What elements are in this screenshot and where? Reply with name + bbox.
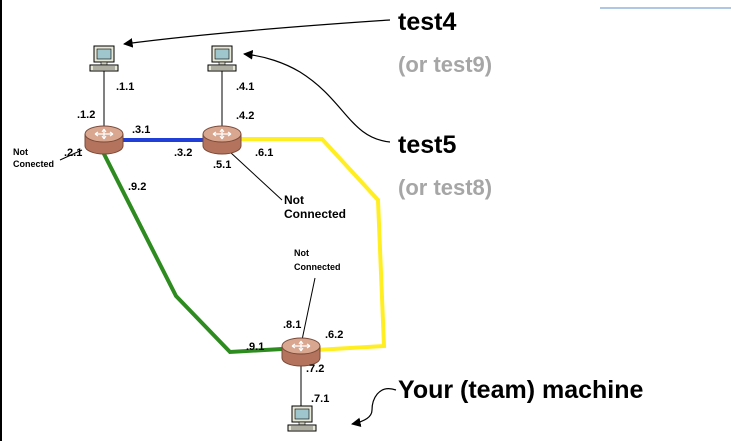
- link-yellow: [232, 137, 387, 352]
- computer-icon: [89, 45, 119, 72]
- addr-router-left-left: .2.1: [64, 147, 82, 159]
- note-bottom-line2: Connected: [294, 262, 341, 272]
- addr-router-middle-right: .6.1: [255, 147, 273, 159]
- router-icon: [84, 125, 124, 155]
- note-bottom-pointer: [301, 277, 316, 341]
- addr-router-bottom-up: .8.1: [283, 319, 301, 331]
- note-left-pointer: [59, 149, 83, 161]
- addr-router-left-right: .3.1: [132, 124, 150, 136]
- note-middle-line2: Connected: [284, 207, 346, 221]
- router-icon: [281, 337, 321, 367]
- addr-router-bottom-left: .9.1: [246, 341, 264, 353]
- addr-router-middle-up: .4.2: [236, 110, 254, 122]
- arrow-team: [351, 388, 397, 428]
- arrow-test5: [243, 50, 391, 143]
- computer-icon: [207, 45, 237, 72]
- addr-host-bottom: .7.1: [311, 393, 329, 405]
- note-bottom-line1: Not: [294, 248, 309, 258]
- note-middle-pointer: [229, 151, 283, 201]
- callout-team-machine: Your (team) machine: [398, 376, 644, 404]
- addr-router-middle-left: .3.2: [174, 147, 192, 159]
- arrow-test4: [123, 19, 391, 48]
- callout-test5-alt: (or test8): [398, 175, 492, 200]
- addr-router-middle-down: .5.1: [213, 159, 231, 171]
- addr-router-left-down: .9.2: [128, 181, 146, 193]
- callout-test4-alt: (or test9): [398, 52, 492, 77]
- callout-test4: test4: [398, 8, 456, 36]
- note-middle-line1: Not: [284, 193, 304, 207]
- addr-host-top-left: .1.1: [116, 81, 134, 93]
- addr-router-bottom-right: .6.2: [325, 329, 343, 341]
- link-green: [100, 149, 283, 355]
- callout-test5: test5: [398, 131, 456, 159]
- note-left-line2: Conected: [13, 159, 54, 169]
- router-icon: [202, 125, 242, 155]
- computer-icon: [287, 405, 317, 432]
- note-left-line1: Not: [13, 147, 28, 157]
- addr-host-top-right: .4.1: [236, 81, 254, 93]
- addr-router-left-up: .1.2: [77, 109, 95, 121]
- addr-router-bottom-down: .7.2: [306, 363, 324, 375]
